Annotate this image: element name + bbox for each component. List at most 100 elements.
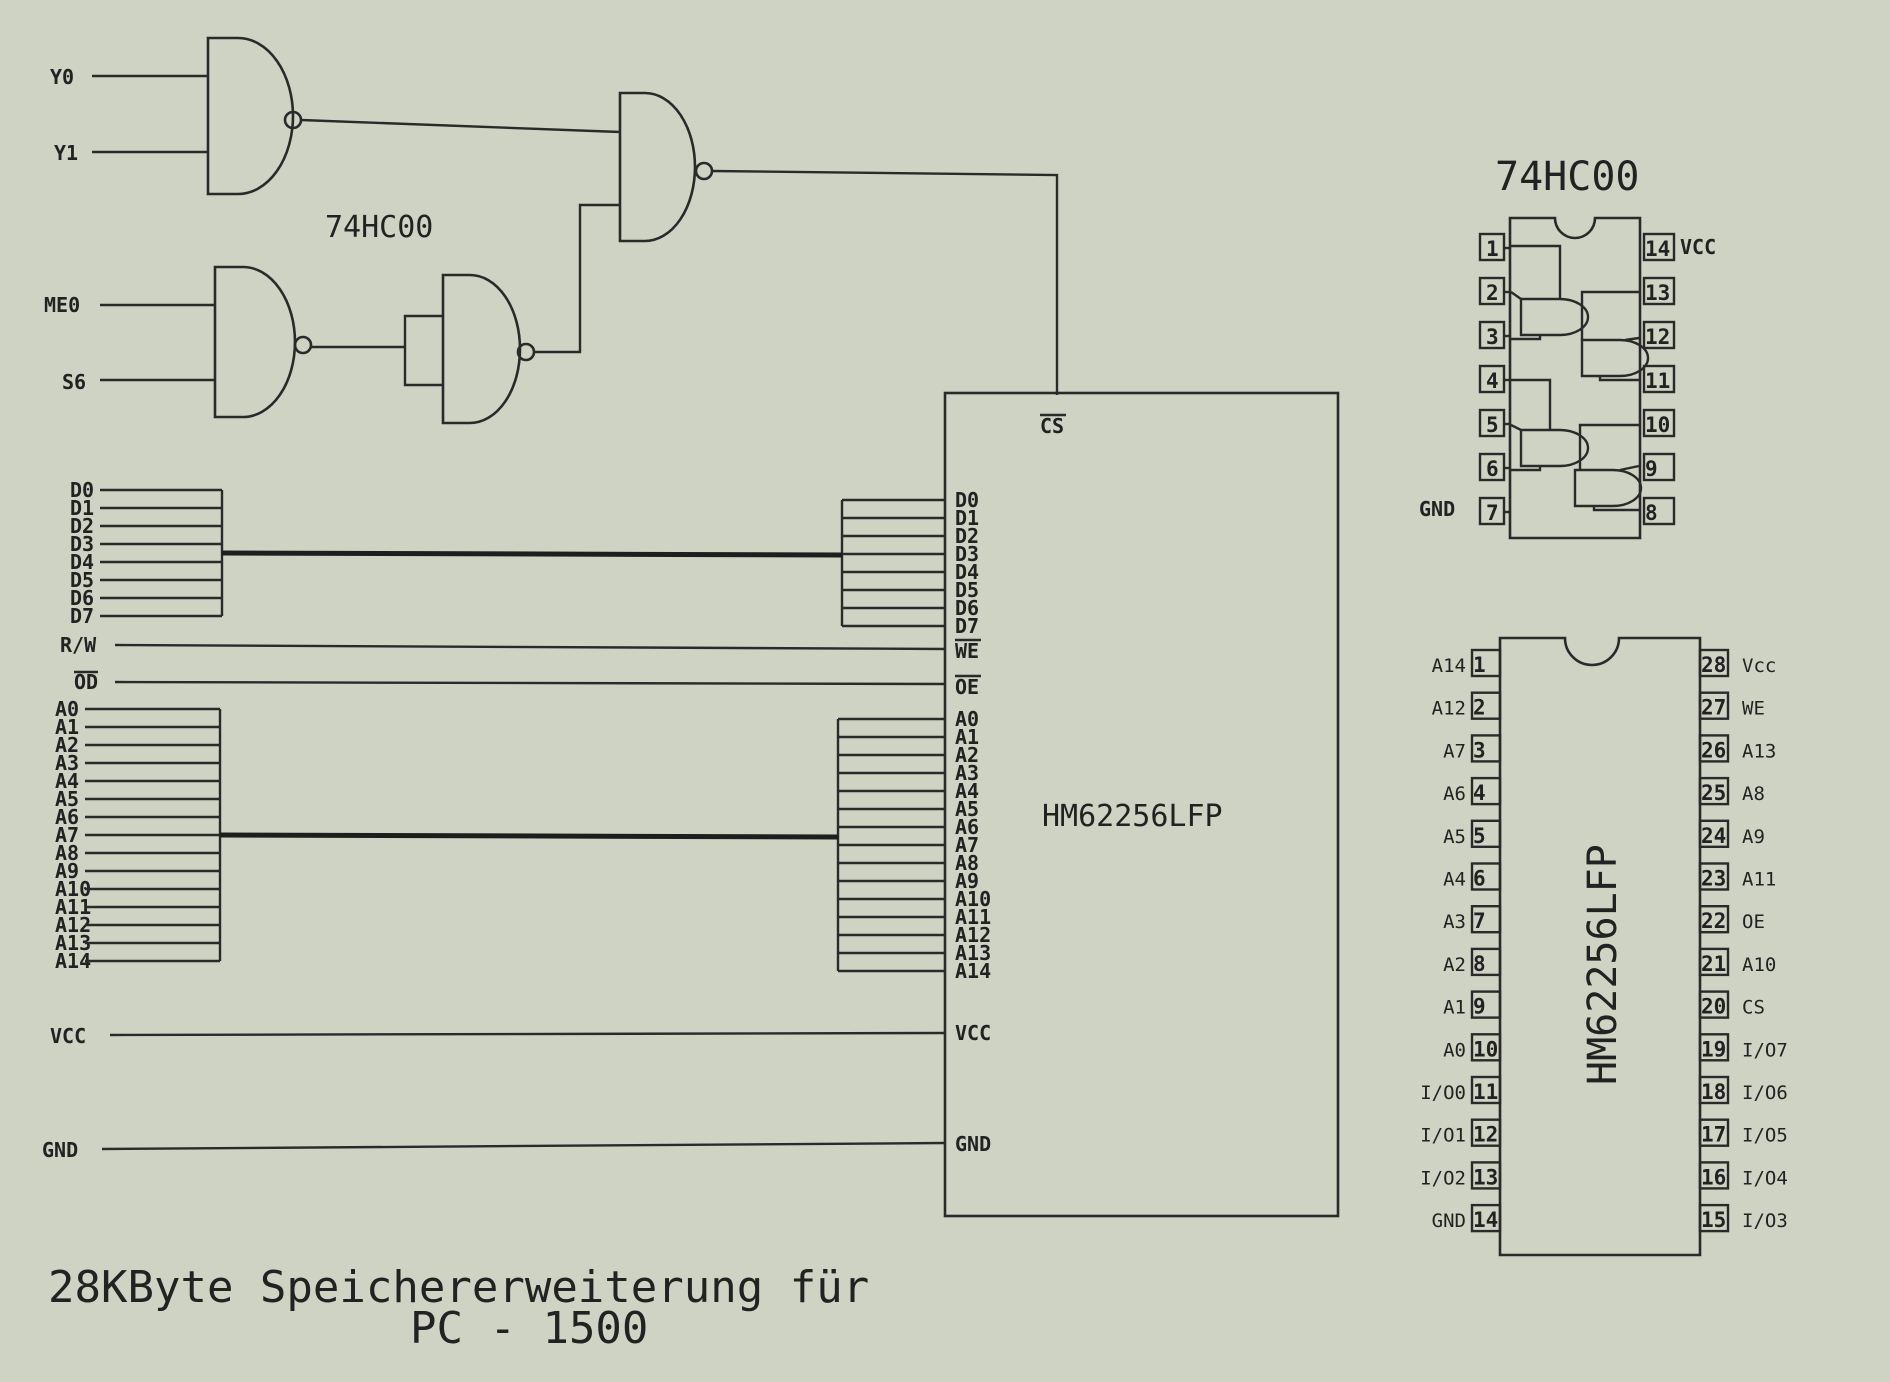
pin-box xyxy=(1470,819,1502,848)
input-me0-label: ME0 xyxy=(44,293,80,317)
pin-box xyxy=(1698,1161,1730,1190)
ram-pin-label-a3: A3 xyxy=(955,761,979,785)
input-y1-label: Y1 xyxy=(54,141,78,165)
pinout-74hc00-pin-4: 4 xyxy=(1486,369,1499,393)
ram-pin-label-d2: D2 xyxy=(955,524,979,548)
pin-box xyxy=(1698,776,1730,806)
pinout-74hc00-pin-13: 13 xyxy=(1645,281,1670,305)
pinout-74hc00-pin-8: 8 xyxy=(1645,501,1658,525)
ram-pin-label-a6: A6 xyxy=(955,815,979,839)
pinout-ram-pin-label-10: A0 xyxy=(1443,1039,1466,1061)
pinout-74hc00-pin-2: 2 xyxy=(1486,281,1499,305)
pinout-ram-pin-24: 24 xyxy=(1701,824,1726,848)
caption-line-2: PC - 1500 xyxy=(410,1303,648,1354)
ram-cs-pin-label: CS xyxy=(1040,414,1064,438)
pin-box xyxy=(1470,862,1502,891)
pinout-ram-pin-label-26: A13 xyxy=(1742,740,1776,762)
ram-oe-pin-label: OE xyxy=(955,675,979,699)
bus-signal-label-d6: D6 xyxy=(70,586,94,610)
pinout-ram-pin-15: 15 xyxy=(1701,1208,1726,1232)
pinout-ram-pin-label-24: A9 xyxy=(1742,826,1765,848)
pinout-ram-pin-22: 22 xyxy=(1701,909,1726,933)
caption-line-1: 28KByte Speichererweiterung für xyxy=(48,1262,869,1313)
pinout-ram-pin-label-3: A7 xyxy=(1443,740,1466,762)
pinout-ram-pin-label-16: I/O4 xyxy=(1742,1167,1788,1189)
bus-signal-label-d7: D7 xyxy=(70,604,94,628)
gnd-signal-label: GND xyxy=(42,1138,78,1162)
pinout-ram-pin-7: 7 xyxy=(1473,909,1486,933)
ram-pin-label-a12: A12 xyxy=(955,923,991,947)
pin-box xyxy=(1470,776,1502,806)
pin-box xyxy=(1698,648,1730,678)
pin-box xyxy=(1470,691,1502,720)
pin-box xyxy=(1470,1161,1502,1190)
pin-box xyxy=(1698,1075,1730,1105)
pinout-ram-name: HM62256LFP xyxy=(1580,844,1626,1085)
pinout-ram-pin-label-12: I/O1 xyxy=(1420,1125,1466,1147)
pin-box xyxy=(1698,990,1730,1019)
ram-chip-name: HM62256LFP xyxy=(1042,799,1223,834)
pin-box xyxy=(1470,1203,1502,1233)
pinout-ram-pin-28: 28 xyxy=(1701,653,1726,677)
nand-bubble-4 xyxy=(694,161,714,181)
pinout-ram-pin-1: 1 xyxy=(1473,653,1486,677)
pinout-74hc00-pin-9: 9 xyxy=(1645,457,1658,481)
bus-trunk xyxy=(219,832,839,840)
pinout-74hc00-pin-1: 1 xyxy=(1486,237,1499,261)
pinout-ram-pin-label-18: I/O6 xyxy=(1742,1082,1788,1104)
pinout-ram-pin-12: 12 xyxy=(1473,1123,1498,1147)
pin-box xyxy=(1642,452,1676,482)
pinout-74hc00-pin-14: 14 xyxy=(1645,237,1670,261)
pinout-ram-pin-11: 11 xyxy=(1473,1080,1498,1104)
nand-gate-1 xyxy=(206,36,295,196)
ram-pin-label-a1: A1 xyxy=(955,725,979,749)
pin-box xyxy=(1698,905,1730,934)
pinout-ram-pin-label-8: A2 xyxy=(1443,954,1466,976)
pin-box xyxy=(1470,1118,1502,1147)
pinout-ram-pin-label-6: A4 xyxy=(1443,869,1466,891)
ram-chip-body xyxy=(943,391,1340,1218)
pinout-74hc00-gnd-label: GND xyxy=(1419,497,1455,521)
pinout-ram-pin-6: 6 xyxy=(1473,867,1486,891)
pin-box xyxy=(1470,648,1502,678)
ram-pin-label-a4: A4 xyxy=(955,779,979,803)
input-y0-label: Y0 xyxy=(50,65,74,89)
ram-pin-label-d7: D7 xyxy=(955,614,979,638)
bus-signal-label-a9: A9 xyxy=(55,859,79,883)
pinout-ram-pin-label-15: I/O3 xyxy=(1742,1210,1788,1232)
pinout-ram-pin-19: 19 xyxy=(1701,1037,1726,1061)
pinout-ram-pin-20: 20 xyxy=(1701,995,1726,1019)
pin-box xyxy=(1470,1033,1502,1062)
bus-signal-label-d0: D0 xyxy=(70,478,94,502)
pin-box xyxy=(1698,819,1730,848)
pin-box xyxy=(1642,320,1676,350)
bus-trunk xyxy=(221,550,843,558)
bus-signal-label-a7: A7 xyxy=(55,823,79,847)
od-signal-label: OD xyxy=(74,670,98,694)
pinout-ram-pin-label-27: WE xyxy=(1742,698,1765,720)
pin-box xyxy=(1470,1075,1502,1105)
pinout-74hc00-body xyxy=(1508,216,1642,540)
ram-pin-label-a9: A9 xyxy=(955,869,979,893)
pin-box xyxy=(1698,1203,1730,1233)
pinout-ram-pin-14: 14 xyxy=(1473,1208,1498,1232)
pinout-ram-pin-label-20: CS xyxy=(1742,997,1765,1019)
nand-gate-2 xyxy=(213,265,297,419)
pinout-ram-pin-label-28: Vcc xyxy=(1742,655,1776,677)
nand-gate-3 xyxy=(441,273,522,425)
pin-box xyxy=(1698,1118,1730,1147)
ram-pin-label-a11: A11 xyxy=(955,905,991,929)
pinout-74hc00-pin-10: 10 xyxy=(1645,413,1670,437)
pin-box xyxy=(1698,734,1730,763)
pinout-ram-pin-label-14: GND xyxy=(1432,1210,1466,1232)
pinout-74hc00-pin-5: 5 xyxy=(1486,413,1499,437)
ram-pin-label-a14: A14 xyxy=(955,959,991,983)
pinout-74hc00-pin-12: 12 xyxy=(1645,325,1670,349)
